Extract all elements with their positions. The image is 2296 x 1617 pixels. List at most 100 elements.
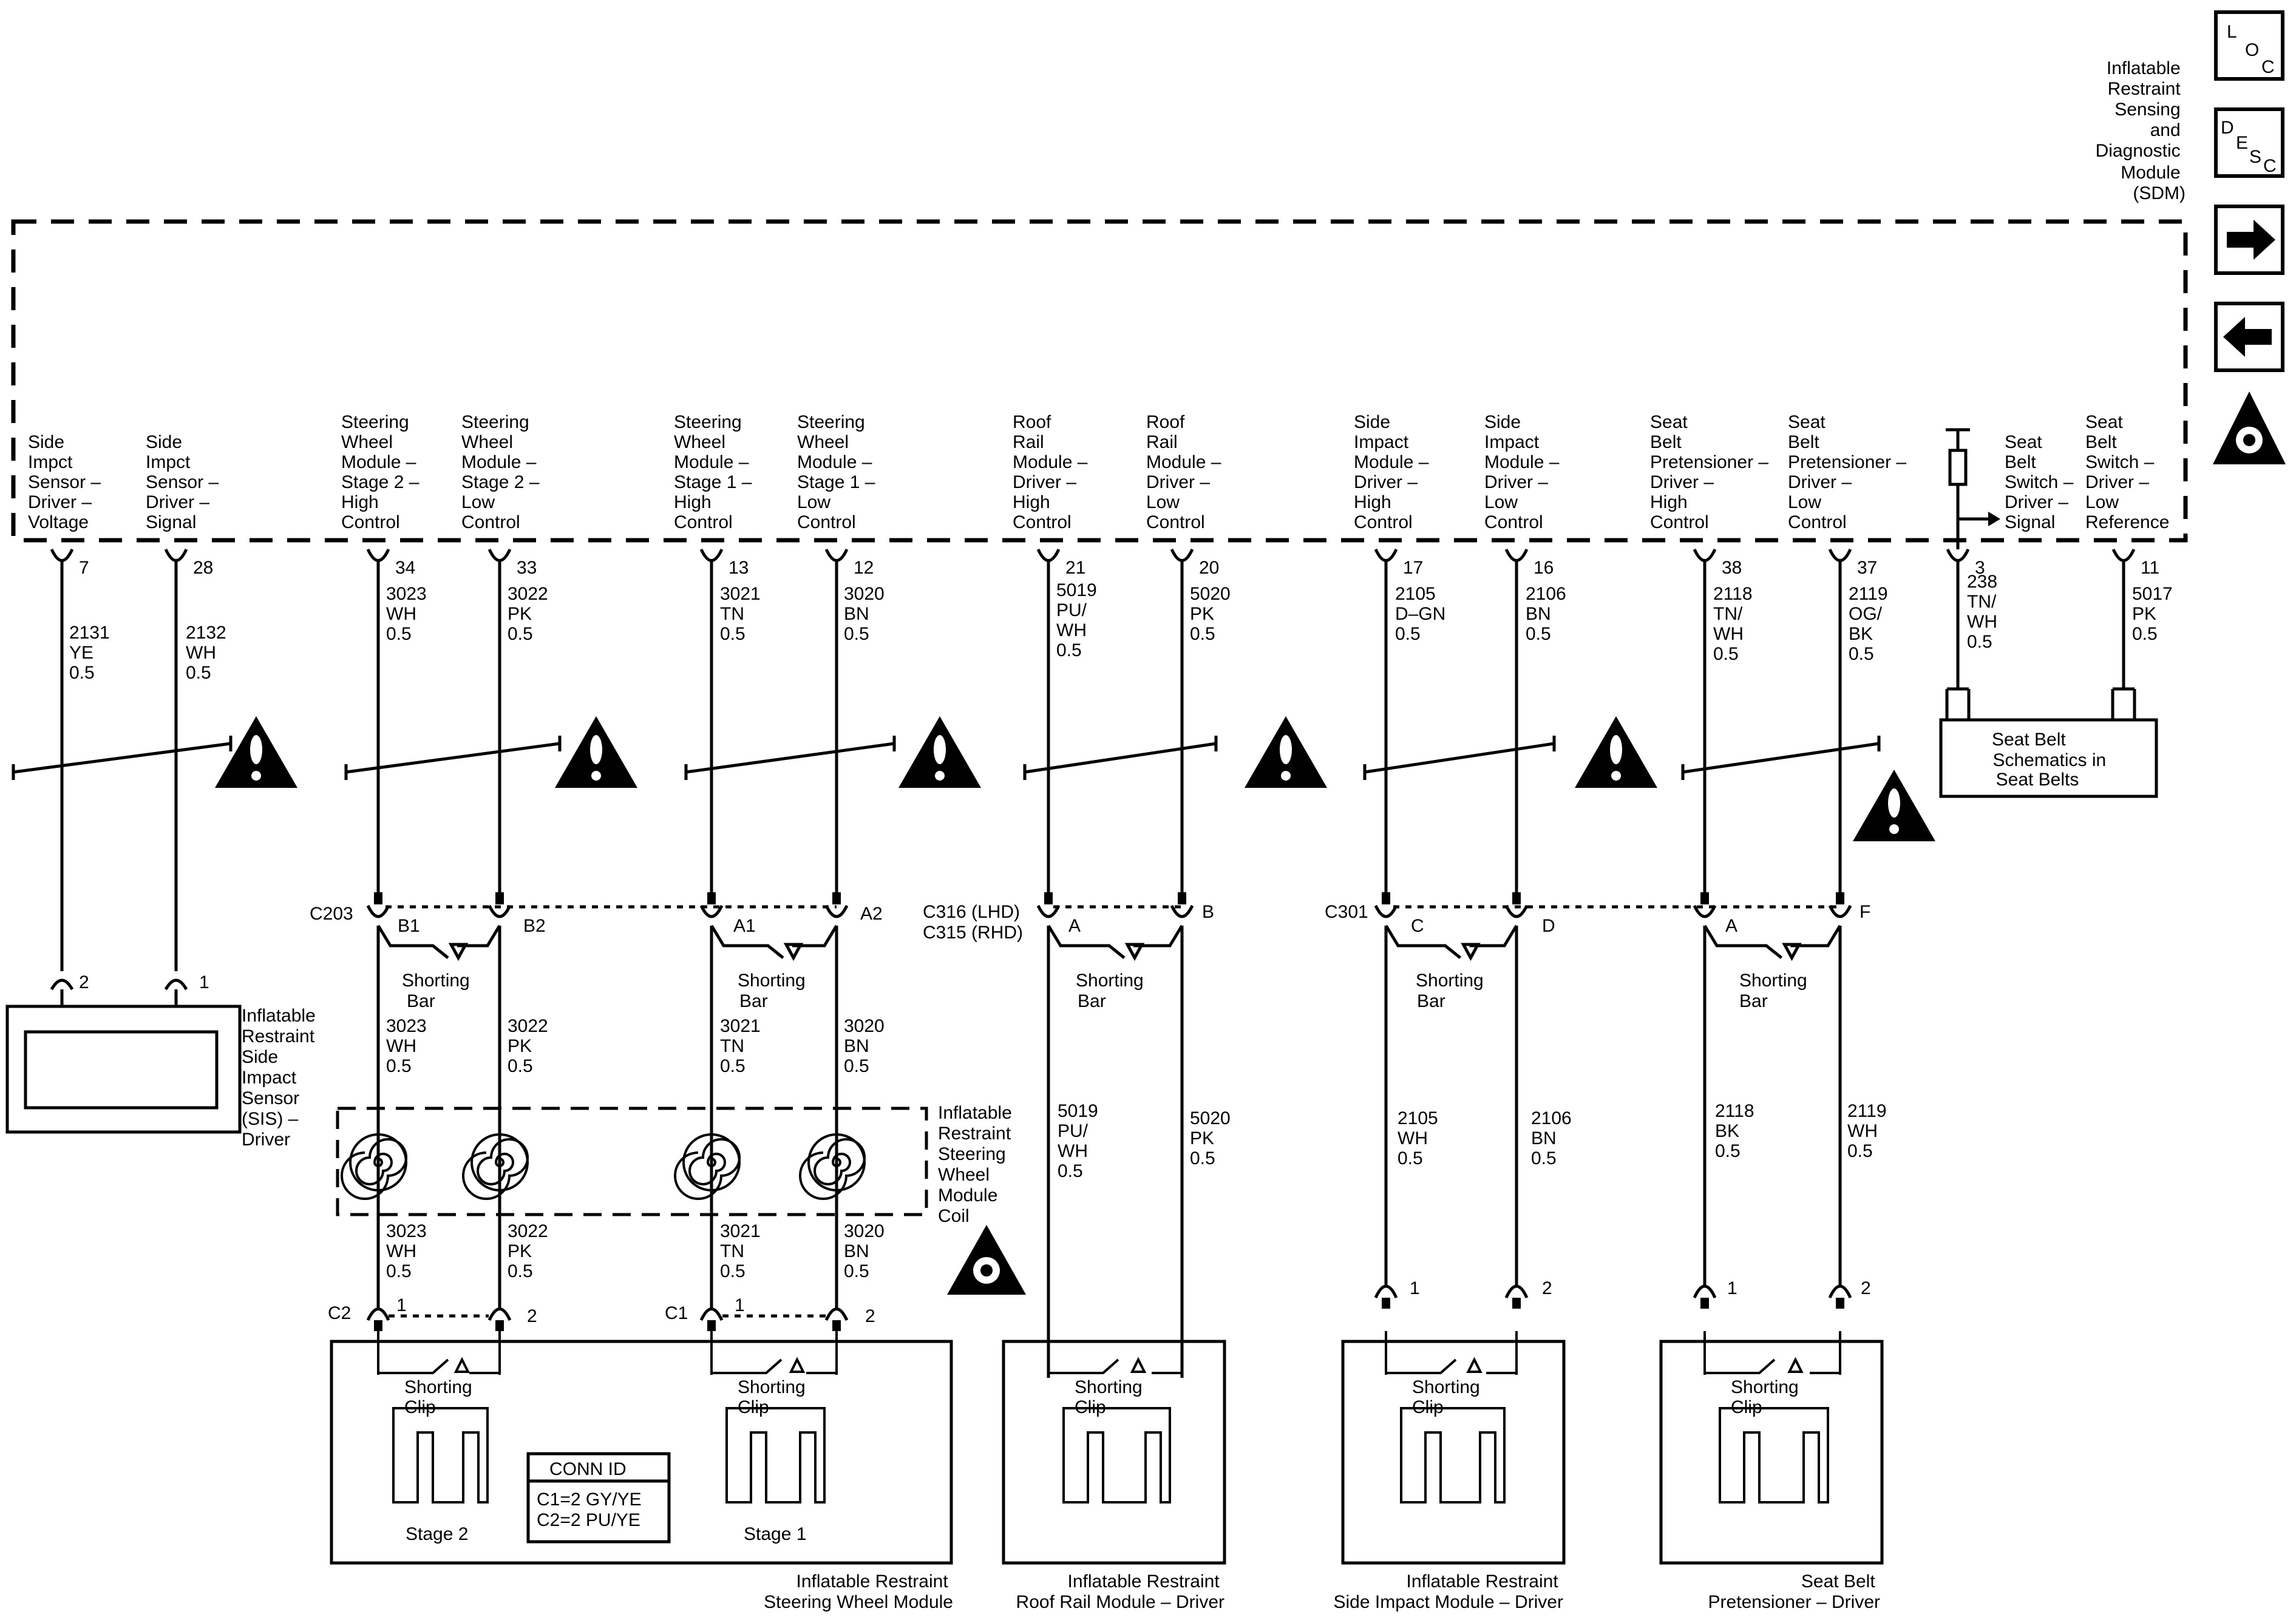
- connector-c301-pin-f: F: [1860, 902, 1870, 922]
- module-conn-c1: C1: [665, 1303, 688, 1323]
- pin-number: 16: [1533, 558, 1554, 578]
- coil-spiral-icon: [799, 1133, 866, 1200]
- shorting-bar: [376, 924, 501, 961]
- module-pin-label: 2: [1542, 1278, 1552, 1298]
- pin-number: 37: [1857, 558, 1877, 578]
- module-name-steering: Inflatable Restraint Steering Wheel Modu…: [764, 1571, 953, 1612]
- module-box: [1002, 1340, 1226, 1565]
- warning-icon: [215, 716, 297, 788]
- module-name-side: Inflatable Restraint Side Impact Module …: [1334, 1571, 1564, 1612]
- side-impact-sensor: 2 1 Inflatable Restraint Side Impact Sen…: [5, 972, 316, 1150]
- module-pin-label: 2: [1861, 1278, 1871, 1298]
- module-pin-label: 1: [396, 1295, 407, 1315]
- prev-arrow-button[interactable]: [2214, 302, 2284, 372]
- pin-number: 20: [1199, 558, 1219, 578]
- pin-number: 3: [1975, 558, 1985, 578]
- warning-icon: [1853, 770, 1935, 841]
- connector-c203-pin-b2: B2: [523, 916, 546, 936]
- shorting-bar: [1047, 924, 1184, 961]
- svg-text:S: S: [2249, 147, 2261, 167]
- connector-c316-pin-b: B: [1202, 902, 1214, 922]
- conn-id-box: CONN ID C1=2 GY/YE C2=2 PU/YE: [526, 1452, 671, 1544]
- connector-c301-pin-a: A: [1725, 916, 1737, 936]
- next-arrow-button[interactable]: [2214, 205, 2284, 275]
- connector-c301-pin-c: C: [1411, 916, 1424, 936]
- pin-number: 13: [729, 558, 749, 578]
- svg-text:1: 1: [199, 972, 209, 992]
- svg-text:Seat Belt Schematics in: Seat Belt Schematics in Seat Belts: [1992, 730, 2111, 790]
- shorting-bar-label-2: Shorting Bar: [738, 971, 810, 1011]
- shorting-bar: [1703, 924, 1842, 961]
- module-box: [1659, 1340, 1884, 1565]
- svg-text:C1=2 GY/YE: C1=2 GY/YE: [537, 1490, 642, 1510]
- pin-number: 11: [2141, 558, 2159, 578]
- pin-number: 38: [1722, 558, 1742, 578]
- connector-c203-pin-a1: A1: [733, 916, 756, 936]
- shorting-bar-label-5: Shorting Bar: [1739, 971, 1812, 1011]
- svg-text:C2=2 PU/YE: C2=2 PU/YE: [537, 1510, 640, 1530]
- module-pin-label: 2: [527, 1306, 537, 1326]
- svg-text:E: E: [2236, 133, 2248, 153]
- pin-number: 33: [517, 558, 537, 578]
- svg-text:2: 2: [79, 972, 89, 992]
- svg-text:C: C: [2261, 57, 2275, 77]
- shorting-bar-label-1: Shorting Bar: [402, 971, 475, 1011]
- loc-button[interactable]: L O C: [2214, 10, 2284, 81]
- arrow-right-icon: [2227, 220, 2275, 260]
- connector-c203: C203: [310, 904, 353, 924]
- desc-button[interactable]: D E S C: [2214, 107, 2284, 178]
- pin-number: 34: [395, 558, 415, 578]
- stage-2-label: Stage 2: [406, 1524, 468, 1544]
- module-pin-label: 1: [1727, 1278, 1737, 1298]
- warning-icon: [898, 716, 981, 788]
- warning-icon: [1245, 716, 1327, 788]
- connector-c203-pin-b1: B1: [398, 916, 420, 936]
- inline-connectors: [366, 892, 1852, 1378]
- pin-number: 17: [1403, 558, 1423, 578]
- airbag-icon: [2213, 392, 2286, 464]
- stage-1-label: Stage 1: [744, 1524, 806, 1544]
- pin-number: 28: [193, 558, 213, 578]
- coil-spiral-icon: [341, 1133, 407, 1200]
- harness-break: [345, 742, 560, 774]
